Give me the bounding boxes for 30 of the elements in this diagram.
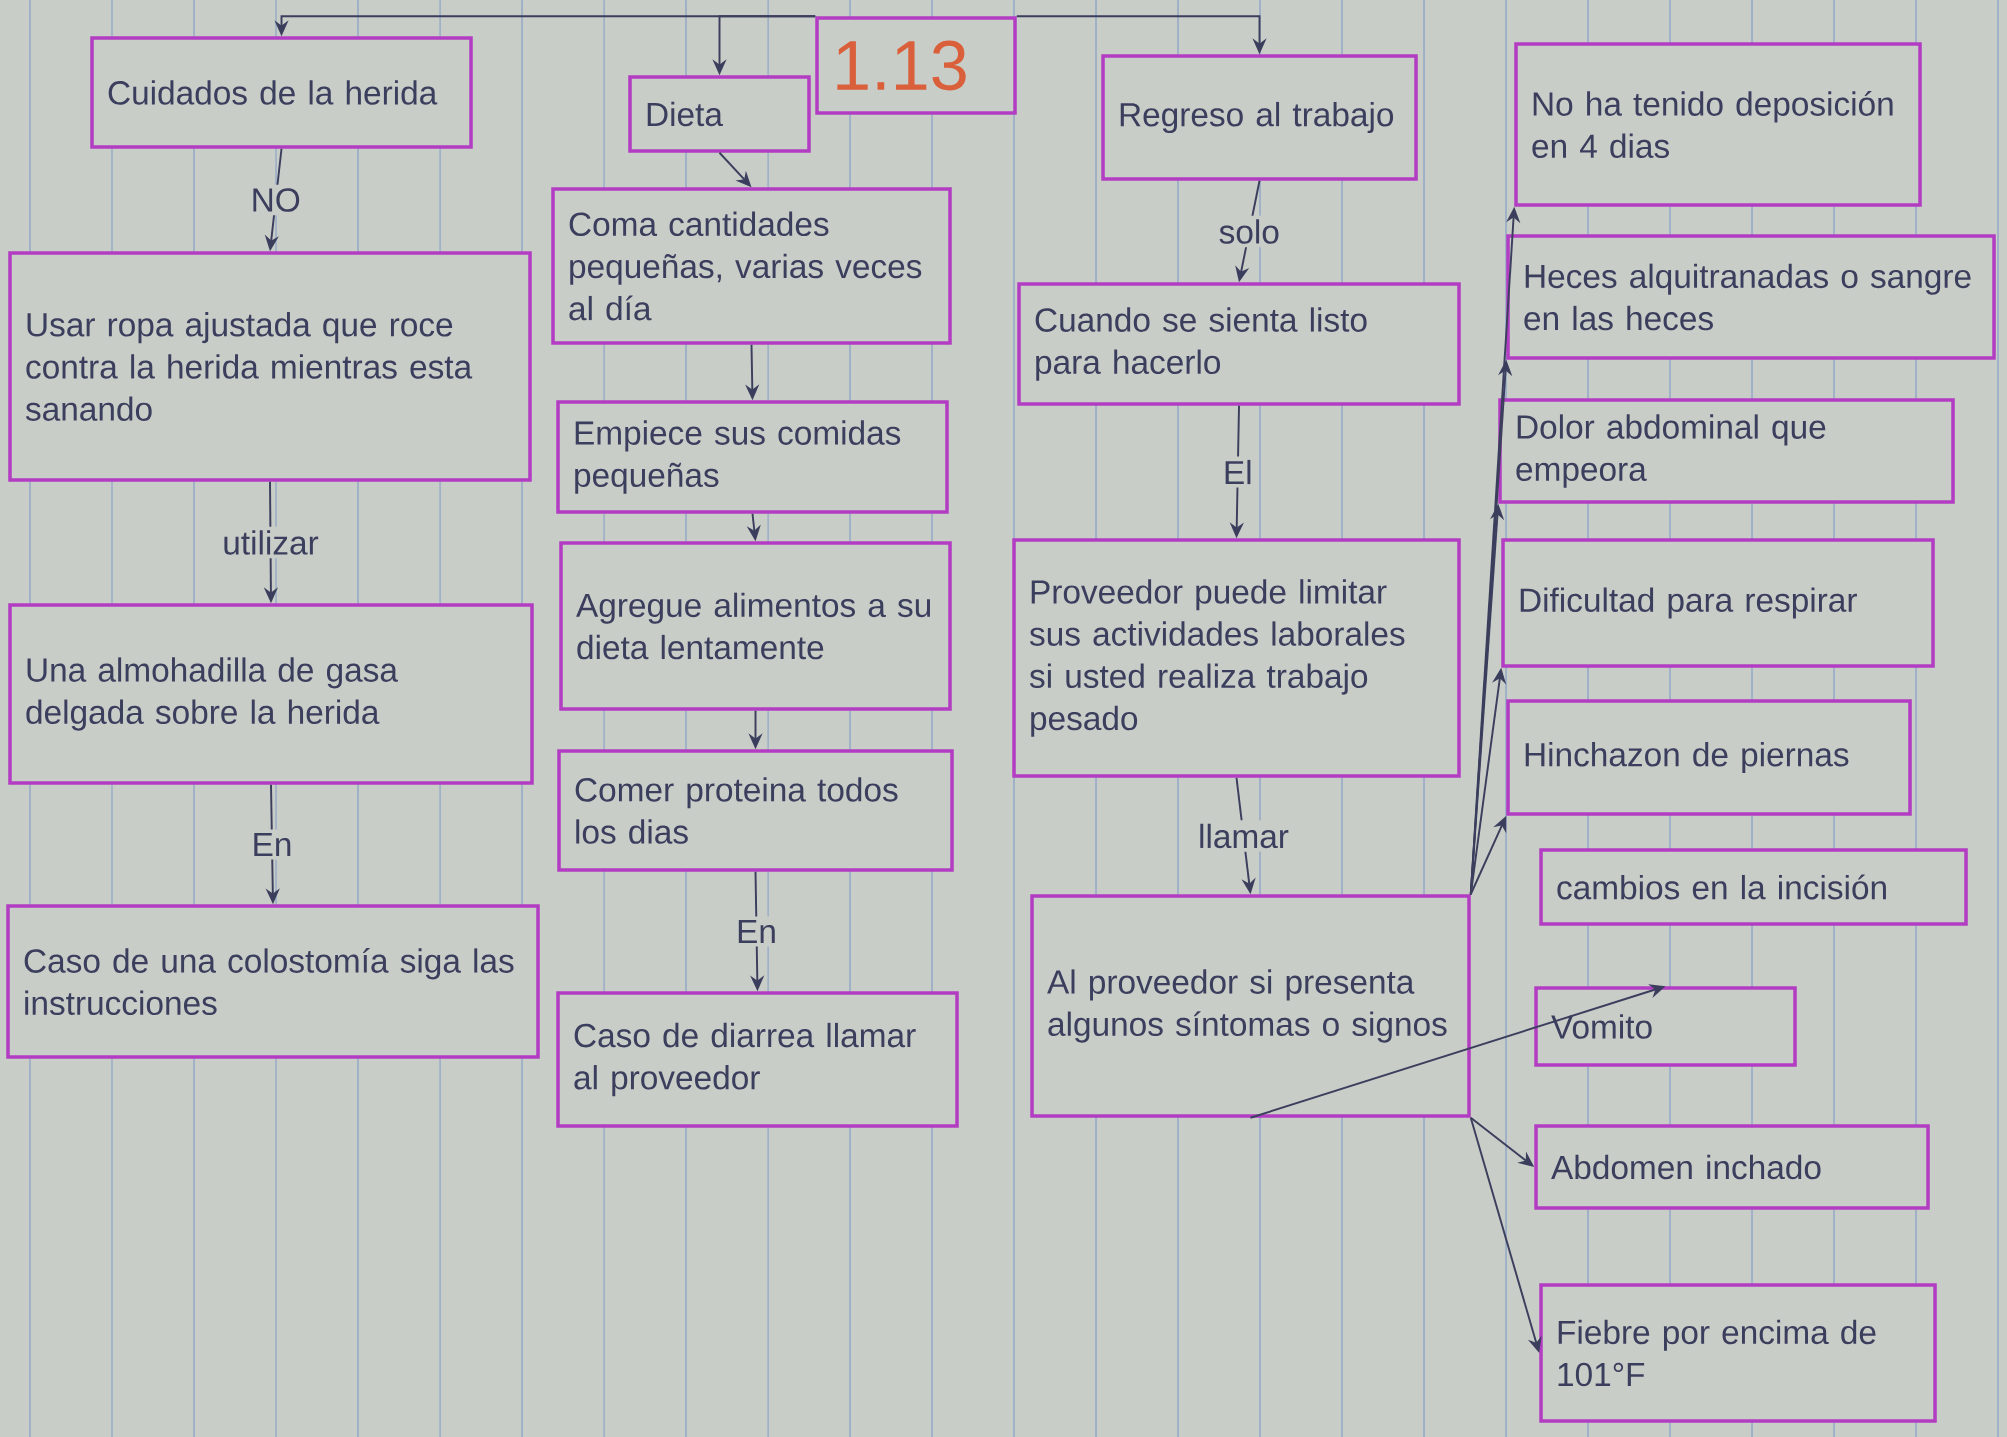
concept-box: Caso de una colostomía siga las instrucciones	[6, 904, 540, 1059]
concept-box: Cuando se sienta listo para hacerlo	[1017, 282, 1461, 406]
concept-box: Cuidados de la herida	[90, 36, 473, 149]
edge-label: En	[248, 829, 296, 860]
concept-box: No ha tenido deposición en 4 dias	[1514, 42, 1922, 207]
concept-box: Usar ropa ajustada que roce contra la herida mientras esta sanando	[8, 251, 532, 482]
concept-box: Dieta	[628, 75, 811, 153]
concept-box: Coma cantidades pequeñas, varias veces al día	[551, 187, 952, 345]
concept-box: Comer proteina todos los dias	[557, 749, 954, 872]
concept-box: Dificultad para respirar	[1501, 538, 1935, 668]
edge-label: solo	[1215, 215, 1284, 248]
concept-box: Heces alquitranadas o sangre en las heces	[1506, 234, 1996, 360]
edge-label: El	[1219, 456, 1257, 488]
edge-label: llamar	[1194, 820, 1293, 852]
concept-box: Caso de diarrea llamar al proveedor	[556, 991, 959, 1128]
concept-box: Empiece sus comidas pequeñas	[556, 400, 949, 514]
concept-box: Proveedor puede limitar sus actividades laborales si usted realiza trabajo pesado	[1012, 538, 1461, 778]
edge-label: utilizar	[218, 526, 323, 559]
concept-box: Regreso al trabajo	[1101, 54, 1418, 181]
concept-box: Hinchazon de piernas	[1506, 699, 1912, 816]
concept-box: Al proveedor si presenta algunos síntomas o signos	[1030, 894, 1471, 1118]
edge-label: NO	[247, 184, 305, 216]
concept-box: cambios en la incisión	[1539, 848, 1968, 926]
concept-box: Una almohadilla de gasa delgada sobre la herida	[8, 603, 534, 785]
concept-box: Abdomen inchado	[1534, 1124, 1930, 1210]
concept-box: Dolor abdominal que empeora	[1498, 398, 1955, 504]
concept-box: Vomito	[1534, 986, 1797, 1067]
concept-box: Agregue alimentos a su dieta lentamente	[559, 541, 952, 711]
concept-box: Fiebre por encima de 101°F	[1539, 1283, 1937, 1423]
title-box: 1.13	[815, 16, 1017, 115]
